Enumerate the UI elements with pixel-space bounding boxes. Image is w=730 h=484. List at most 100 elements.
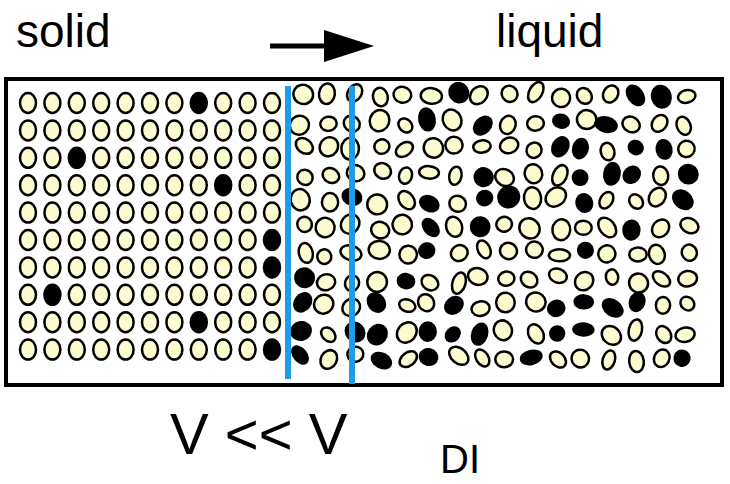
atom xyxy=(191,203,207,223)
atom xyxy=(605,269,619,286)
atom xyxy=(69,285,85,305)
atom xyxy=(166,120,182,140)
atom xyxy=(20,148,36,168)
atom xyxy=(576,109,598,130)
atom xyxy=(574,295,593,309)
atom xyxy=(372,137,391,155)
atom xyxy=(93,175,109,195)
atom xyxy=(442,294,466,318)
atom xyxy=(496,293,515,312)
atom xyxy=(552,218,572,240)
atom xyxy=(118,203,134,223)
atom xyxy=(574,192,594,214)
atom xyxy=(397,348,420,370)
atom xyxy=(652,166,669,186)
atom xyxy=(677,270,698,288)
phase-label: solid xyxy=(16,8,111,54)
atom xyxy=(568,347,592,371)
atom xyxy=(495,351,513,367)
atom xyxy=(498,83,520,105)
atom xyxy=(215,175,231,195)
atom xyxy=(69,340,85,360)
atom xyxy=(264,285,280,305)
atom xyxy=(20,340,36,360)
atom xyxy=(649,84,673,110)
atom xyxy=(142,257,158,277)
atom xyxy=(318,83,336,105)
atom xyxy=(118,285,134,305)
atom xyxy=(240,148,256,168)
interface-line xyxy=(349,86,355,384)
atom xyxy=(368,240,391,260)
atom xyxy=(393,139,416,160)
atom xyxy=(364,321,390,348)
atom xyxy=(446,79,472,105)
interface-line xyxy=(285,86,291,379)
atom xyxy=(215,120,231,140)
atom xyxy=(44,93,60,113)
atom xyxy=(466,266,489,287)
atom xyxy=(320,165,342,185)
atom xyxy=(240,93,256,113)
atom xyxy=(469,322,489,347)
atom xyxy=(20,312,36,332)
sample-frame xyxy=(6,79,722,385)
atom xyxy=(397,297,417,314)
atom xyxy=(344,162,367,184)
atom xyxy=(439,106,465,133)
atom xyxy=(44,312,60,332)
atom xyxy=(417,241,437,261)
atom xyxy=(397,273,415,289)
atom xyxy=(598,322,625,349)
atom xyxy=(191,175,207,195)
atom xyxy=(20,285,36,305)
atom xyxy=(498,114,518,136)
atom xyxy=(142,285,158,305)
atom xyxy=(69,257,85,277)
atom xyxy=(599,141,616,162)
atom xyxy=(142,148,158,168)
atom xyxy=(118,257,134,277)
atom xyxy=(191,120,207,140)
atom xyxy=(595,242,619,266)
atom xyxy=(264,257,280,277)
atom xyxy=(367,107,393,134)
atom xyxy=(310,291,337,318)
atom xyxy=(118,93,134,113)
atom xyxy=(166,203,182,223)
atom xyxy=(118,312,134,332)
atom xyxy=(166,148,182,168)
atom xyxy=(288,187,312,212)
atom xyxy=(470,300,490,317)
atom xyxy=(93,257,109,277)
atom xyxy=(418,107,437,131)
atom xyxy=(191,285,207,305)
atom xyxy=(620,113,643,135)
atom xyxy=(69,93,85,113)
velocity-relation: V << V xyxy=(170,405,347,463)
atom xyxy=(645,184,669,209)
atom xyxy=(522,162,545,186)
atom xyxy=(397,166,414,185)
atom xyxy=(576,240,596,260)
atom xyxy=(627,291,646,313)
growth-arrowhead xyxy=(324,30,374,62)
atom xyxy=(264,120,280,140)
atom xyxy=(319,115,337,132)
atom xyxy=(648,112,670,135)
atom xyxy=(69,120,85,140)
atom xyxy=(369,350,393,372)
atom xyxy=(575,220,592,235)
atom xyxy=(520,349,543,366)
atom xyxy=(523,186,543,210)
atom xyxy=(471,113,495,138)
atom xyxy=(470,217,490,237)
atom xyxy=(677,88,697,104)
atom xyxy=(542,183,570,210)
atom xyxy=(574,85,595,107)
atom xyxy=(600,296,626,320)
velocity-subscript: DI xyxy=(440,439,480,479)
atom xyxy=(215,312,231,332)
atom xyxy=(447,193,469,215)
